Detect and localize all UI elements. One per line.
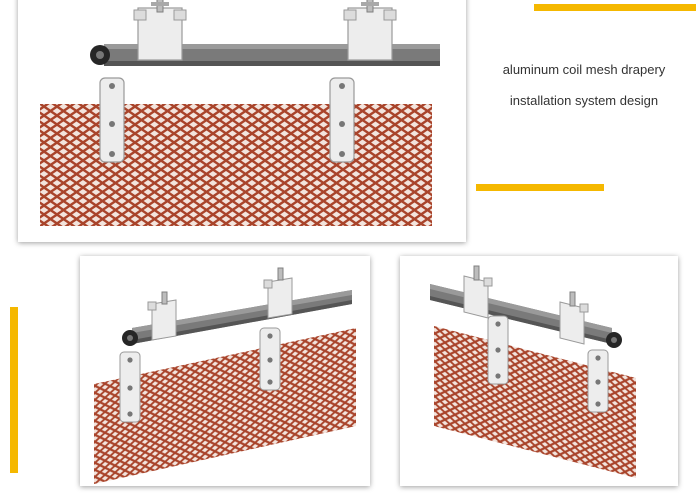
ceiling-bracket — [147, 291, 177, 341]
ceiling-bracket — [263, 267, 293, 319]
accent-bar — [534, 4, 696, 11]
hanger-plate — [587, 349, 609, 413]
drapery-rail-right-angle-illustration — [430, 265, 636, 478]
ceiling-bracket — [559, 291, 589, 345]
hanger-plate — [487, 315, 509, 385]
accent-bar — [476, 184, 604, 191]
mesh-drapery — [40, 104, 432, 226]
hanger-plate — [259, 327, 281, 391]
hanger-plate — [99, 77, 125, 163]
ceiling-bracket — [133, 0, 187, 61]
drapery-rail-front-illustration — [40, 0, 440, 226]
installation-right-angle-view — [400, 256, 678, 486]
caption-line-1: aluminum coil mesh drapery — [502, 62, 666, 77]
hanger-plate — [329, 77, 355, 163]
accent-bar — [10, 307, 18, 473]
drapery-rail-left-angle-illustration — [94, 267, 356, 484]
caption-line-2: installation system design — [509, 93, 659, 108]
ceiling-bracket — [463, 265, 493, 319]
installation-left-angle-view — [80, 256, 370, 486]
hanger-plate — [119, 351, 141, 423]
mesh-drapery — [434, 326, 636, 478]
mesh-drapery — [94, 328, 356, 484]
ceiling-bracket — [343, 0, 397, 61]
installation-front-view — [18, 0, 466, 242]
